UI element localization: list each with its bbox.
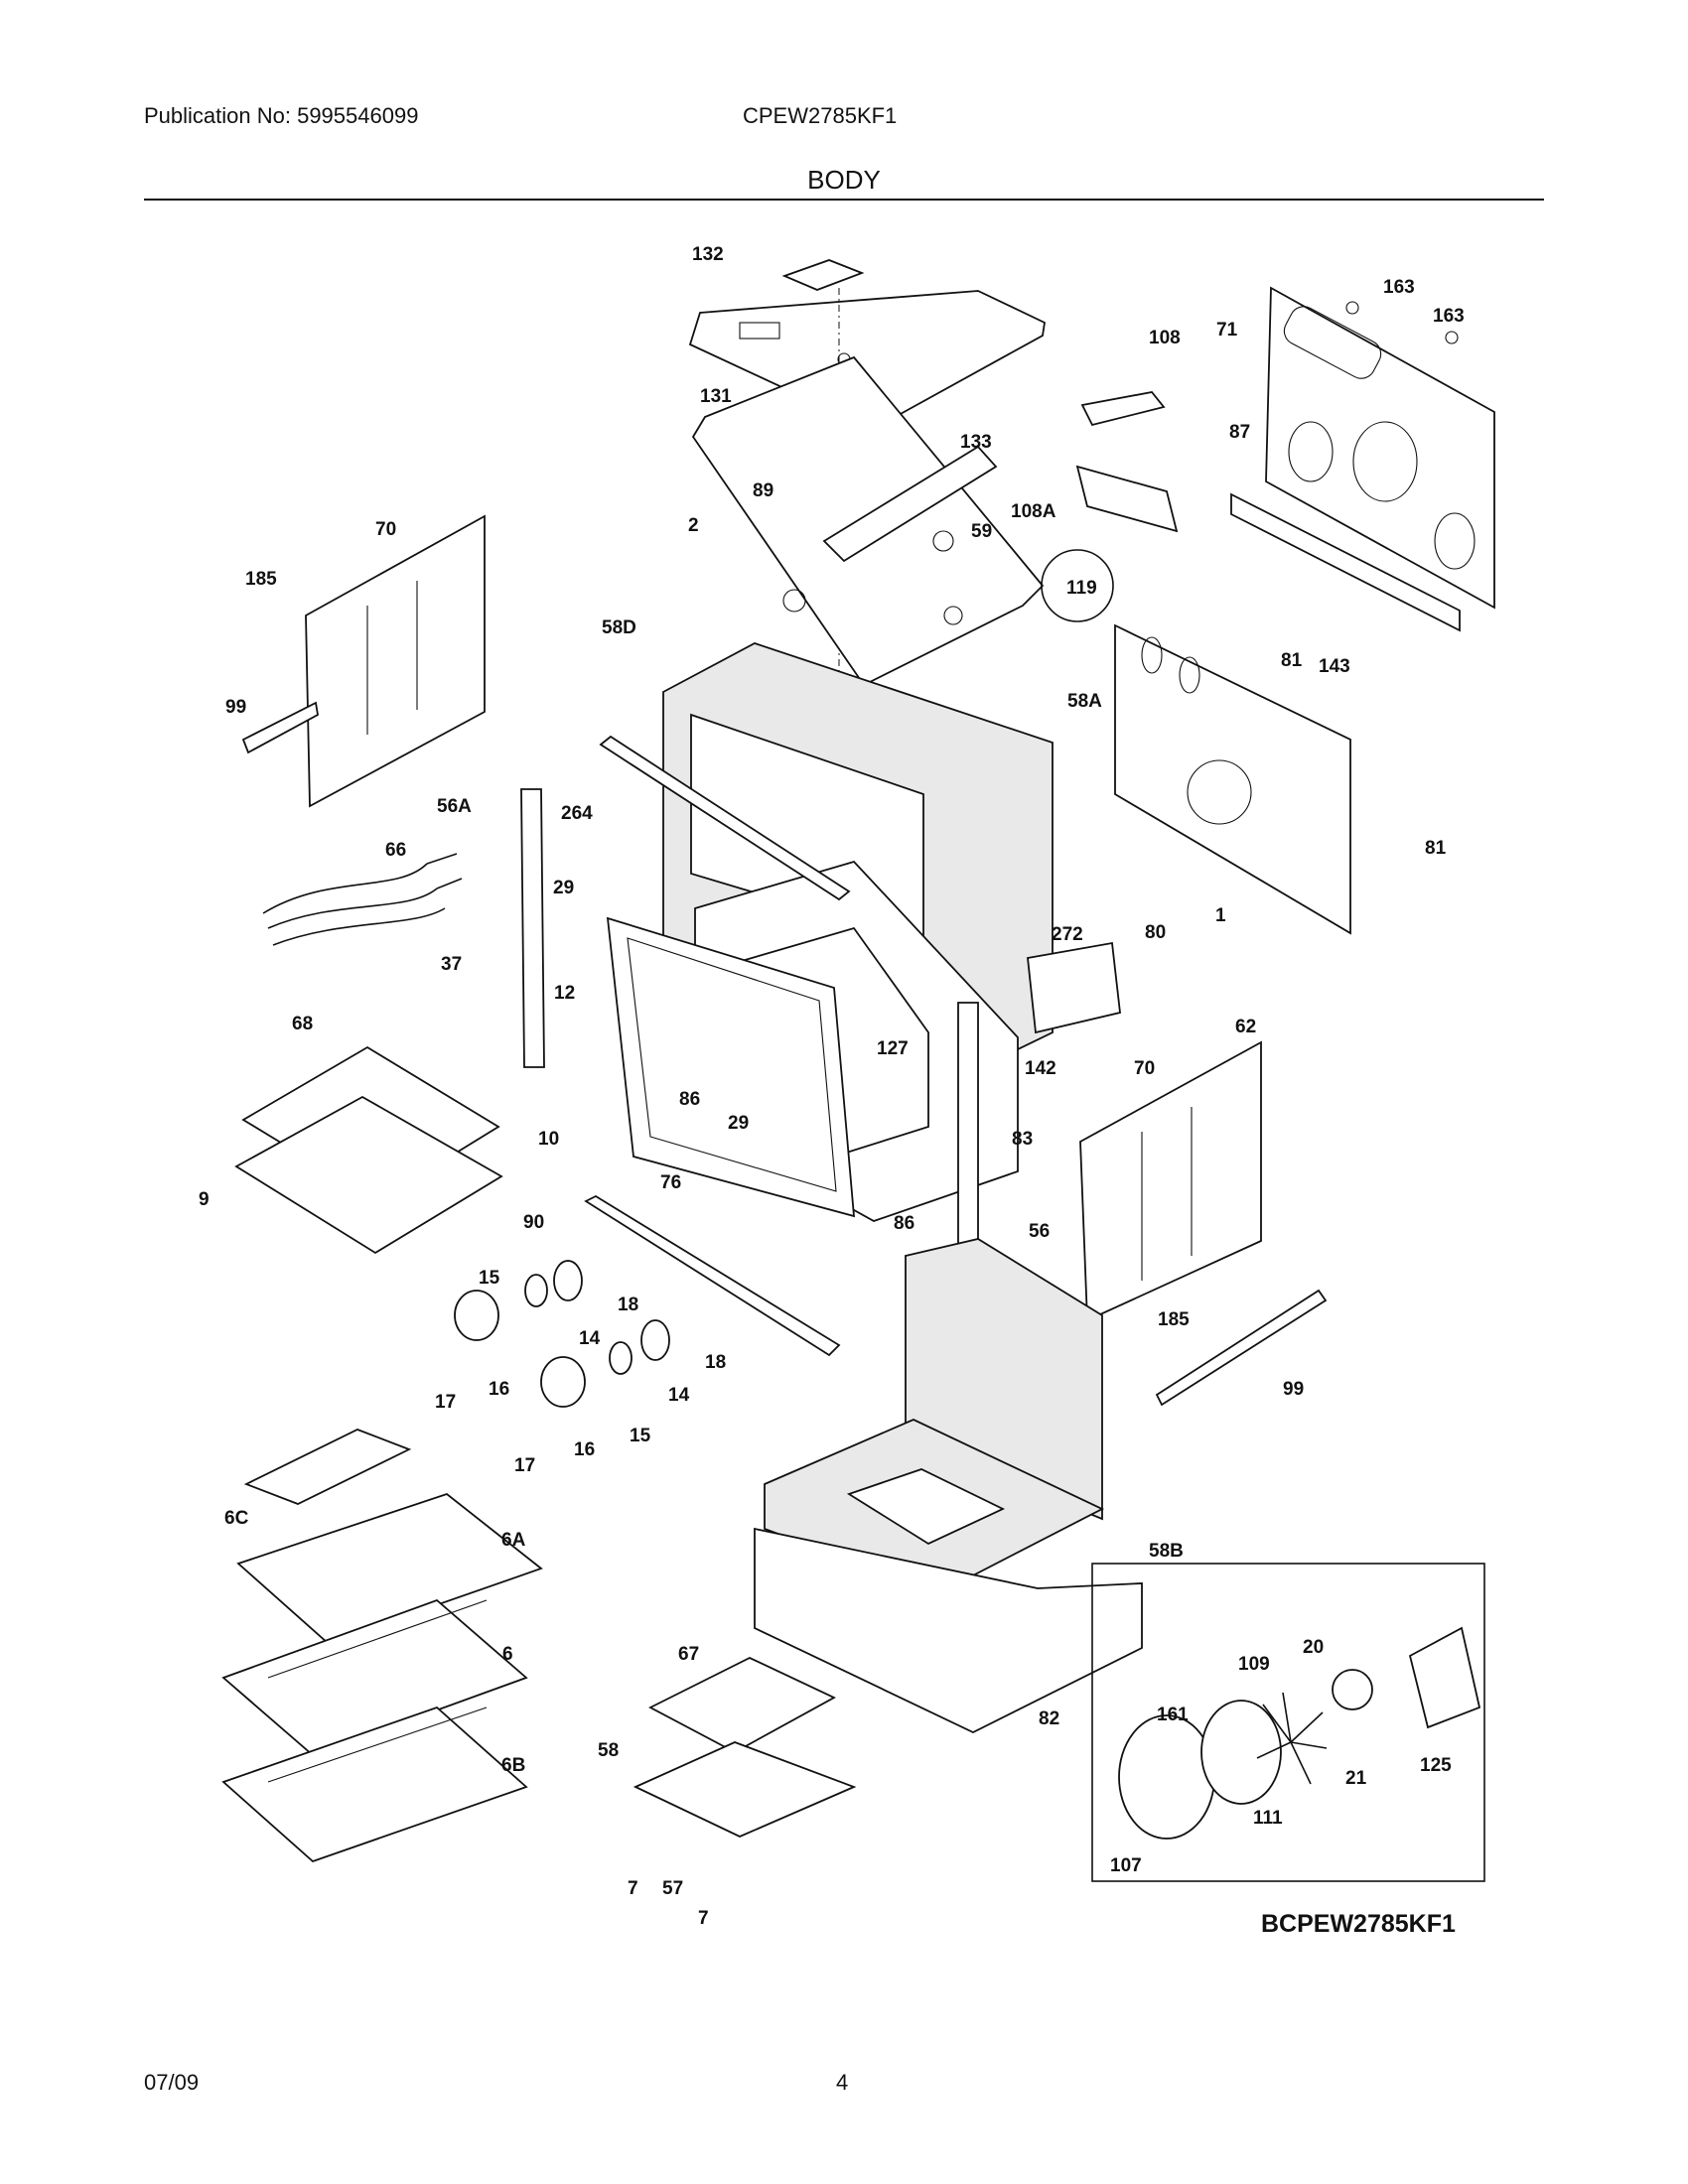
part-lights (454, 1260, 670, 1408)
callout-label: 127 (877, 1038, 909, 1059)
callout-label: 111 (1253, 1808, 1283, 1829)
callout-label: 6 (502, 1644, 513, 1665)
callout-label: 1 (1215, 905, 1226, 926)
callout-label: 6C (224, 1508, 249, 1529)
callout-label: 67 (678, 1644, 699, 1665)
callout-label: 108A (1011, 501, 1056, 522)
part-top-duct (691, 355, 1045, 687)
callout-label: 86 (894, 1213, 914, 1234)
callout-label: 29 (728, 1113, 749, 1134)
callout-label: 17 (514, 1455, 535, 1476)
callout-label: 6A (501, 1530, 526, 1551)
callout-label: 56A (437, 796, 472, 817)
model-number: CPEW2785KF1 (743, 103, 898, 128)
callout-label: 2 (688, 515, 699, 536)
callout-label: 58D (602, 617, 636, 638)
part-broiler-pan (234, 1045, 503, 1255)
callout-label: 59 (971, 521, 992, 542)
callout-label: 90 (523, 1212, 544, 1233)
callout-label: 82 (1039, 1708, 1059, 1729)
callout-label: 86 (679, 1089, 700, 1110)
part-bottom-base (754, 1238, 1143, 1734)
callout-label: 9 (199, 1189, 210, 1210)
part-rear-panel (1230, 286, 1495, 632)
callout-label: 185 (1158, 1309, 1190, 1330)
callout-label: 89 (753, 480, 774, 501)
part-control-assembly (1041, 391, 1351, 935)
callout-label: 264 (561, 803, 593, 824)
callout-label: 272 (1052, 924, 1083, 945)
footer-date: 07/09 (144, 2070, 200, 2095)
part-bake-element (633, 1656, 857, 1838)
callout-label: 10 (538, 1129, 559, 1150)
callout-label: 107 (1110, 1855, 1142, 1876)
publication-number: Publication No: 5995546099 (144, 103, 419, 128)
callout-label: 131 (700, 386, 732, 407)
callout-label: 81 (1281, 650, 1303, 671)
callout-label: 58A (1067, 691, 1102, 712)
callout-label: 57 (662, 1878, 683, 1899)
callout-label: 161 (1157, 1705, 1189, 1725)
callout-label: 185 (245, 569, 277, 590)
part-left-side-panel (241, 514, 486, 808)
callout-label: 58B (1149, 1541, 1184, 1562)
callout-label: 132 (692, 244, 724, 265)
callout-label: 16 (574, 1439, 595, 1460)
callout-label: 71 (1216, 320, 1238, 341)
callout-label: 81 (1425, 838, 1447, 859)
callout-label: 18 (705, 1352, 726, 1373)
callout-label: 87 (1229, 422, 1250, 443)
callout-label: 109 (1238, 1654, 1270, 1675)
callout-label: 99 (225, 697, 246, 718)
callout-label: 6B (501, 1755, 525, 1776)
part-right-side-panel (1079, 1040, 1328, 1407)
part-convection-fan-inset (1091, 1563, 1485, 1882)
section-title: BODY (807, 165, 881, 195)
callout-label: 12 (554, 983, 575, 1004)
callout-label: 15 (630, 1426, 651, 1446)
part-door-frame (606, 916, 856, 1218)
callout-labels: 132 131 163 163 71 108 87 133 89 2 59 10… (199, 244, 1465, 1929)
callout-label: 56 (1029, 1221, 1050, 1242)
callout-label: 70 (375, 519, 396, 540)
callout-label: 119 (1066, 578, 1097, 599)
callout-label: 7 (698, 1908, 709, 1929)
callout-label: 62 (1235, 1017, 1256, 1037)
part-broil-element (262, 853, 463, 946)
callout-label: 68 (292, 1014, 313, 1034)
diagram-identifier: BCPEW2785KF1 (1261, 1910, 1456, 1938)
callout-label: 80 (1145, 922, 1166, 943)
callout-label: 37 (441, 954, 462, 975)
callout-label: 15 (479, 1268, 500, 1289)
callout-label: 142 (1025, 1058, 1056, 1079)
callout-label: 108 (1149, 328, 1181, 348)
callout-label: 76 (660, 1172, 681, 1193)
callout-label: 29 (553, 878, 574, 898)
callout-label: 133 (960, 432, 992, 453)
callout-label: 17 (435, 1392, 456, 1413)
callout-label: 99 (1283, 1379, 1304, 1400)
header-rule (144, 199, 1544, 201)
callout-label: 58 (598, 1740, 619, 1761)
callout-label: 70 (1134, 1058, 1155, 1079)
callout-label: 14 (668, 1385, 690, 1406)
callout-label: 7 (628, 1878, 638, 1899)
part-top-cover (688, 259, 1046, 695)
callout-label: 66 (385, 840, 406, 861)
callout-label: 125 (1420, 1755, 1452, 1776)
callout-label: 21 (1345, 1768, 1367, 1789)
callout-label: 143 (1319, 656, 1350, 677)
parts-drawing (221, 259, 1495, 1882)
callout-label: 16 (489, 1379, 509, 1400)
callout-label: 18 (618, 1295, 638, 1315)
callout-label: 163 (1383, 277, 1415, 298)
page-number: 4 (836, 2070, 849, 2095)
callout-label: 20 (1303, 1637, 1324, 1658)
callout-label: 163 (1433, 306, 1465, 327)
part-oven-racks (221, 1429, 543, 1863)
callout-label: 83 (1012, 1129, 1033, 1150)
callout-label: 14 (579, 1328, 601, 1349)
